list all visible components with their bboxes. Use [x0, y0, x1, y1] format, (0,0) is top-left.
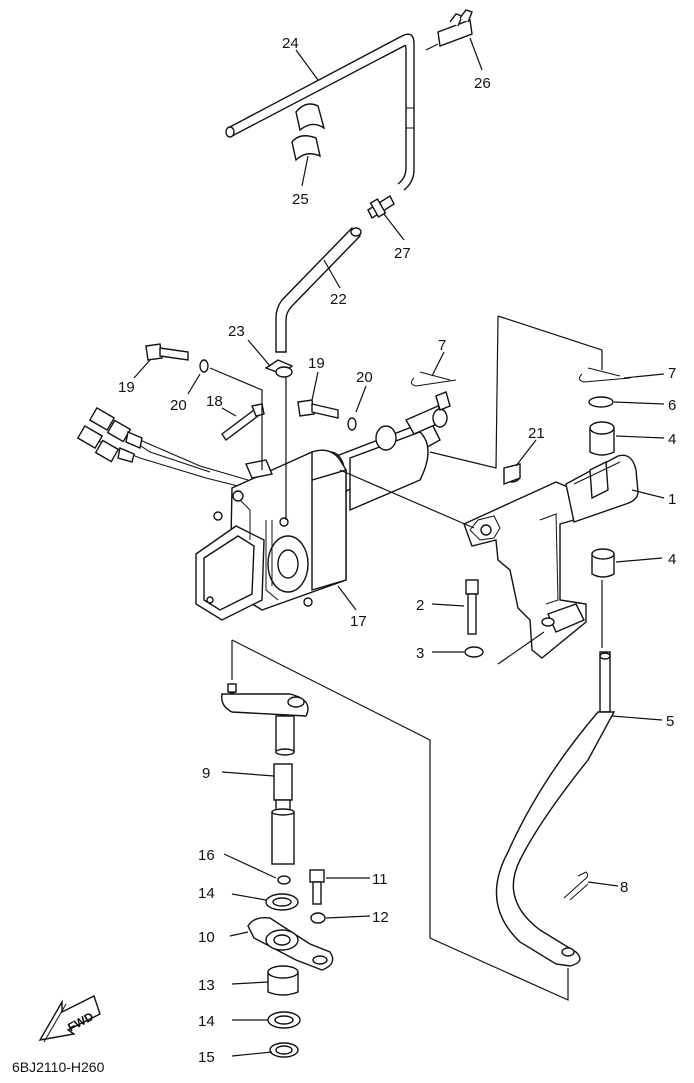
- clamp-23: [264, 359, 294, 378]
- washer-20-left: [199, 359, 209, 373]
- washer-14-upper: [265, 893, 299, 911]
- callout-9: 9: [202, 765, 210, 782]
- shaft-9: [271, 763, 295, 865]
- washer-14-lower: [267, 1011, 301, 1029]
- callout-10: 10: [198, 929, 215, 946]
- pin-7-left: [410, 371, 457, 387]
- ring-16: [277, 875, 291, 885]
- washer-6: [588, 396, 614, 408]
- callout-25: 25: [292, 191, 309, 208]
- callout-7-right: 7: [668, 365, 676, 382]
- callout-5: 5: [666, 713, 674, 730]
- callout-13: 13: [198, 977, 215, 994]
- bolt-11: [309, 869, 325, 905]
- bushing-13: [267, 965, 299, 996]
- callout-1: 1: [668, 491, 676, 508]
- clip-26: [425, 9, 473, 51]
- bushing-21: [503, 463, 521, 486]
- lever-upper: [221, 683, 309, 717]
- bushing-4-lower: [591, 548, 615, 578]
- callout-18: 18: [206, 393, 223, 410]
- callout-4-lower: 4: [668, 551, 676, 568]
- callout-4-upper: 4: [668, 431, 676, 448]
- screw-18: [221, 403, 265, 442]
- clip-15: [269, 1042, 299, 1058]
- pin-7-right: [578, 367, 631, 383]
- callout-2: 2: [416, 597, 424, 614]
- callout-14-upper: 14: [198, 885, 215, 902]
- callout-24: 24: [282, 35, 299, 52]
- callout-15: 15: [198, 1049, 215, 1066]
- callout-27: 27: [394, 245, 411, 262]
- bushing-4-upper: [589, 421, 615, 456]
- callout-3: 3: [416, 645, 424, 662]
- fwd-arrow-icon: FWD: [38, 995, 101, 1043]
- callout-20-right: 20: [356, 369, 373, 386]
- pin-8: [563, 871, 589, 901]
- callout-8: 8: [620, 879, 628, 896]
- callout-16: 16: [198, 847, 215, 864]
- callout-6: 6: [668, 397, 676, 414]
- callout-23: 23: [228, 323, 245, 340]
- washer-20-right: [347, 417, 357, 431]
- callout-11: 11: [372, 871, 388, 888]
- callout-14-lower: 14: [198, 1013, 215, 1030]
- callout-21: 21: [528, 425, 545, 442]
- callout-22: 22: [330, 291, 347, 308]
- shaft-upper: [275, 715, 295, 756]
- clamp-25: [291, 103, 326, 162]
- leader-lines: [133, 37, 665, 1057]
- callout-26: 26: [474, 75, 491, 92]
- callout-12: 12: [372, 909, 389, 926]
- fitting-27: [367, 194, 395, 220]
- lever-10: [247, 916, 334, 971]
- hose-22: [275, 227, 362, 353]
- callout-19-left: 19: [118, 379, 135, 396]
- washer-12: [310, 912, 326, 924]
- callout-19-right: 19: [308, 355, 325, 372]
- bolt-2: [465, 579, 479, 635]
- callout-20-left: 20: [170, 397, 187, 414]
- washer-3: [464, 646, 484, 658]
- callouts: 24 26 25 27 22 23 19 20 18 19 20 7 7 6 2…: [118, 35, 676, 1066]
- bolt-19-left: [145, 343, 189, 361]
- diagram-code: 6BJ2110-H260: [12, 1059, 105, 1075]
- bolt-19-right: [297, 399, 339, 419]
- assembly-lines: [209, 315, 603, 1001]
- callout-17: 17: [350, 613, 367, 630]
- callout-7-left: 7: [438, 337, 446, 354]
- actuator-17: [76, 391, 451, 621]
- bracket-1: [463, 454, 639, 659]
- arm-5: [495, 651, 616, 967]
